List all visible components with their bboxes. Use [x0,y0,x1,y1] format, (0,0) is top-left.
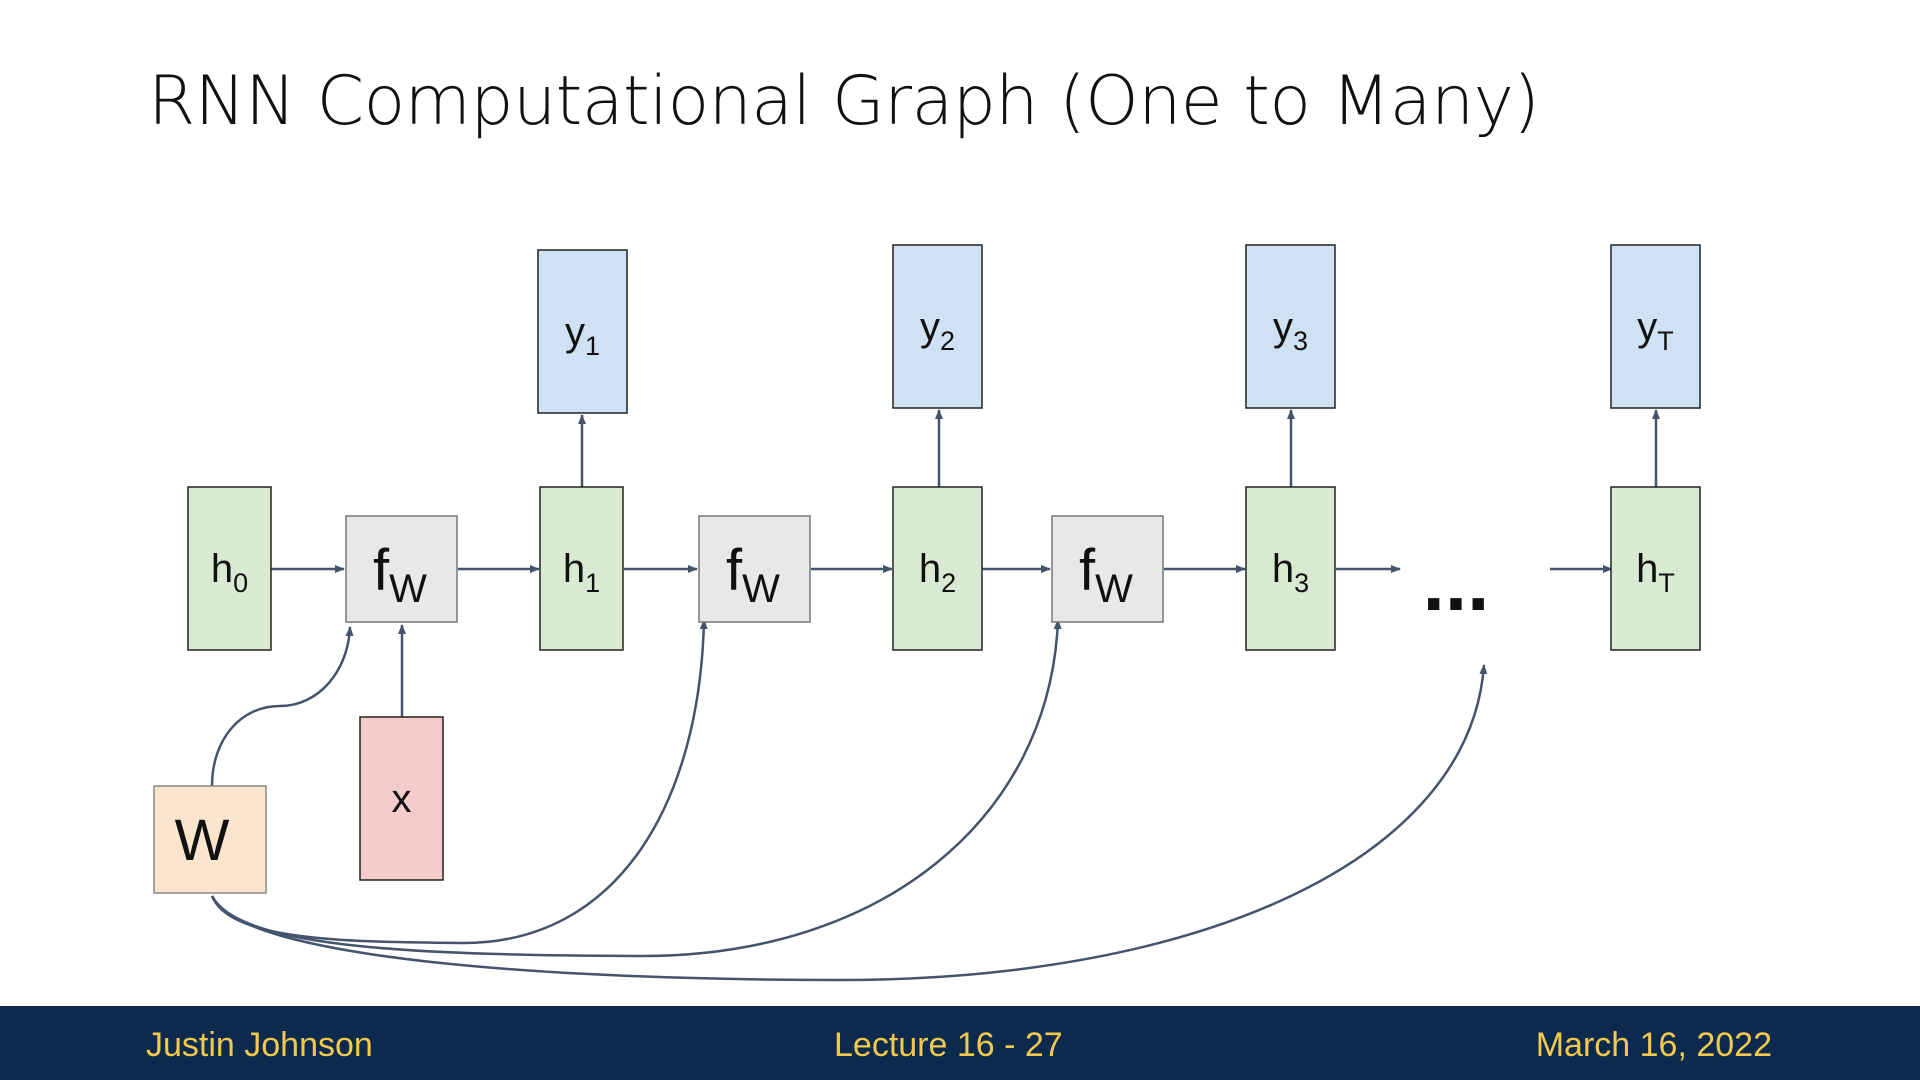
node-base: f [1079,538,1096,603]
node-base: y [920,305,940,349]
node-base: W [175,808,230,873]
ellipsis: ... [1423,538,1490,627]
output-y3: y3 [1245,244,1336,409]
arrow-W-ellipsis [210,664,1488,982]
node-base: y [565,310,585,354]
footer-lecture: Lecture 16 - 27 [834,1026,1063,1064]
svg-text:y3: y3 [1273,305,1308,356]
svg-text:h1: h1 [563,547,600,598]
svg-text:fW: fW [726,538,780,611]
hidden-state-h1: h1 [539,486,624,651]
node-sub: 3 [1294,568,1309,598]
node-sub: T [1657,326,1674,356]
svg-text:yT: yT [1637,305,1674,356]
weights-W: W [153,785,267,894]
slide-title: RNN Computational Graph (One to Many) [148,62,1540,141]
hidden-state-h2: h2 [892,486,983,651]
node-sub: 1 [585,568,600,598]
node-sub: W [389,567,427,611]
svg-text:h2: h2 [919,547,956,598]
node-base: h [563,547,585,591]
node-base: h [211,547,233,591]
svg-text:h3: h3 [1272,547,1309,598]
node-base: h [1272,547,1294,591]
svg-text:hT: hT [1636,547,1675,598]
node-base: y [1637,305,1657,349]
rnn-diagram: h0 h1 h2 h3 hT fW fW fW y1 y2 y3 [153,244,1701,982]
output-y2: y2 [892,244,983,409]
output-y1: y1 [537,249,628,414]
hidden-state-h0: h0 [187,486,272,651]
node-base: y [1273,305,1293,349]
node-sub: 0 [233,568,248,598]
svg-text:y2: y2 [920,305,955,356]
node-sub: T [1658,568,1675,598]
node-base: h [1636,547,1658,591]
arrow-W-fw2 [210,619,708,945]
footer-author: Justin Johnson [146,1026,373,1064]
node-base: h [919,547,941,591]
node-base: x [392,777,412,821]
node-sub: W [742,567,780,611]
hidden-state-hT: hT [1610,486,1701,651]
node-base: f [373,538,390,603]
node-sub: 1 [585,331,600,361]
arrow-W-fw1 [210,626,354,787]
node-sub: W [1095,567,1133,611]
node-sub: 2 [940,326,955,356]
footer-date: March 16, 2022 [1535,1026,1772,1064]
footer-bar: Justin Johnson Lecture 16 - 27 March 16,… [0,1006,1920,1080]
node-base: f [726,538,743,603]
function-fw-2: fW [698,515,811,623]
input-x: x [359,716,444,881]
output-yT: yT [1610,244,1701,409]
svg-text:fW: fW [373,538,427,611]
node-sub: 2 [941,568,956,598]
node-sub: 3 [1293,326,1308,356]
arrow-W-fw3 [210,619,1062,958]
svg-text:fW: fW [1079,538,1133,611]
svg-text:h0: h0 [211,547,248,598]
function-fw-1: fW [345,515,458,623]
hidden-state-h3: h3 [1245,486,1336,651]
function-fw-3: fW [1051,515,1164,623]
svg-text:y1: y1 [565,310,600,361]
connector-arrows [210,409,1660,982]
